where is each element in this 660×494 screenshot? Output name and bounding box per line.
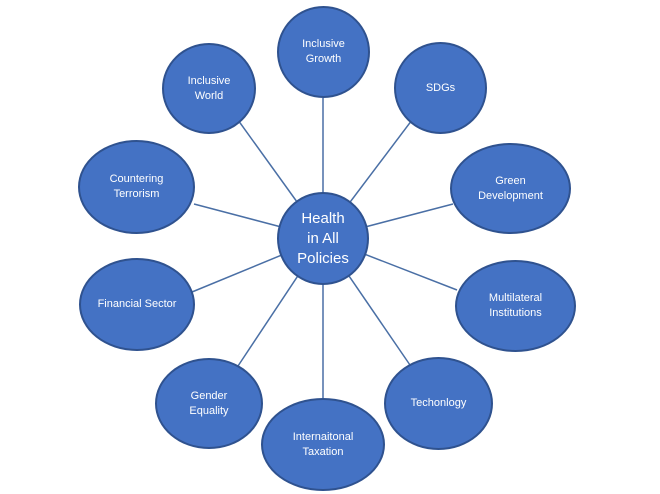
- node-gender-equality: Gender Equality: [155, 358, 263, 449]
- node-inclusive-world: Inclusive World: [162, 43, 256, 134]
- node-countering-terrorism: Countering Terrorism: [78, 140, 195, 234]
- node-techonlogy: Techonlogy: [384, 357, 493, 450]
- node-inclusive-growth: Inclusive Growth: [277, 6, 370, 98]
- node-internaitonal-taxation: Internaitonal Taxation: [261, 398, 385, 491]
- node-financial-sector: Financial Sector: [79, 258, 195, 351]
- node-green-development: Green Development: [450, 143, 571, 234]
- node-multilateral-institutions: Multilateral Institutions: [455, 260, 576, 352]
- node-sdgs: SDGs: [394, 42, 487, 134]
- center-node-health-in-all-policies: Health in All Policies: [277, 192, 369, 285]
